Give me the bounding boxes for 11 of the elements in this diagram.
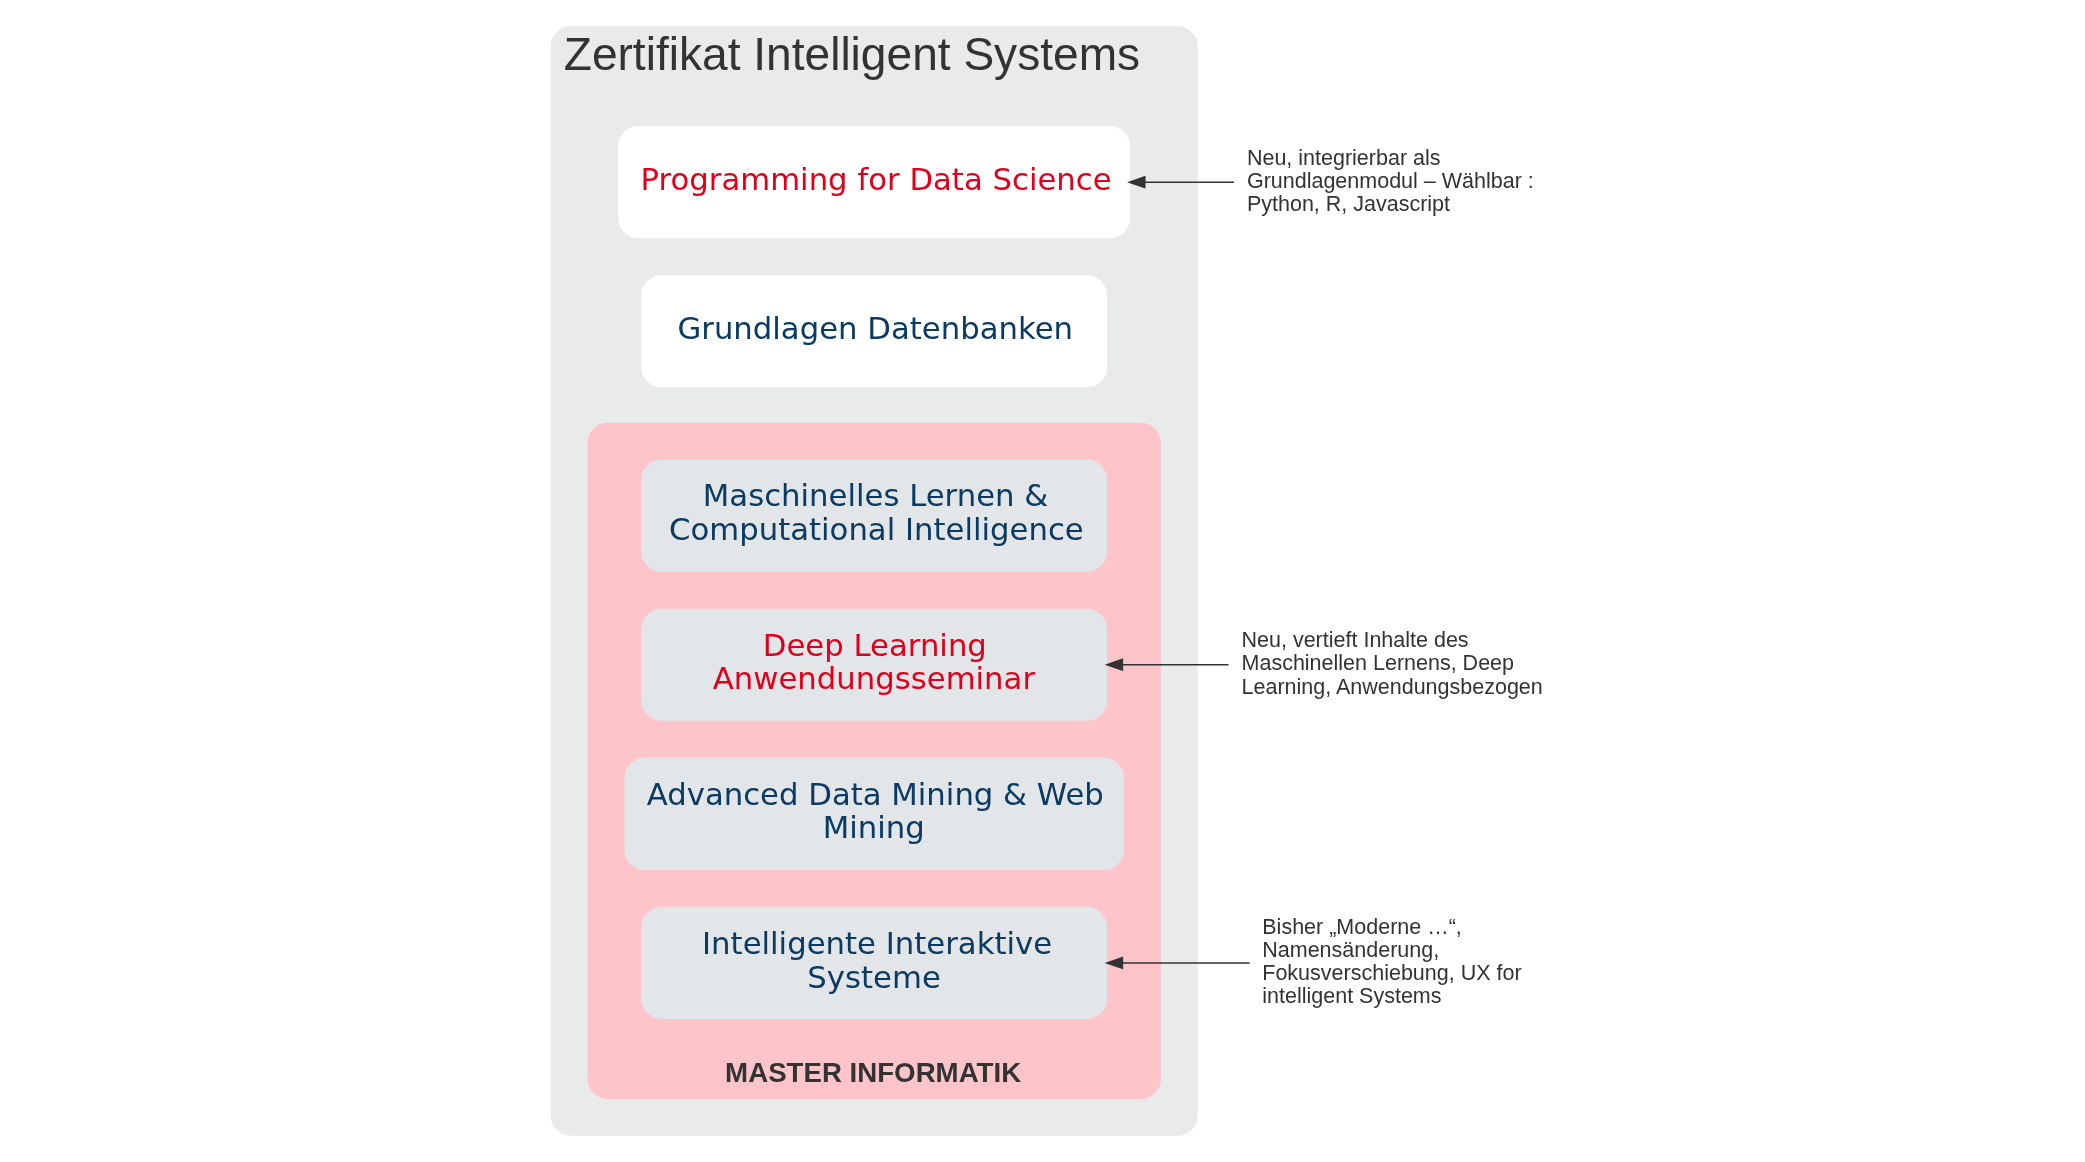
- node-box: Intelligente Interaktive Systeme: [641, 906, 1108, 1020]
- arrow: [1127, 175, 1235, 189]
- node-box: Maschinelles Lernen & Computational Intelligence: [641, 459, 1108, 572]
- node-box: Deep Learning Anwendungsseminar: [641, 608, 1108, 721]
- node-text: Neu, vertieft Inhalte des Maschinellen Lernens, Deep Learning, Anwendungsbezogen: [1241, 628, 1543, 699]
- node-text: Neu, integrierbar als Grundlagenmodul – Wählbar : Python, R, Javascript: [1246, 145, 1534, 216]
- arrow: [1104, 658, 1230, 672]
- node-box: Advanced Data Mining & Web Mining: [624, 757, 1124, 870]
- node-box: Programming for Data Science: [618, 126, 1131, 239]
- arrow: [1104, 956, 1251, 970]
- node-text: Bisher „Moderne …“, Namensänderung, Fokusverschiebung, UX for intelligent Systems: [1262, 915, 1522, 1009]
